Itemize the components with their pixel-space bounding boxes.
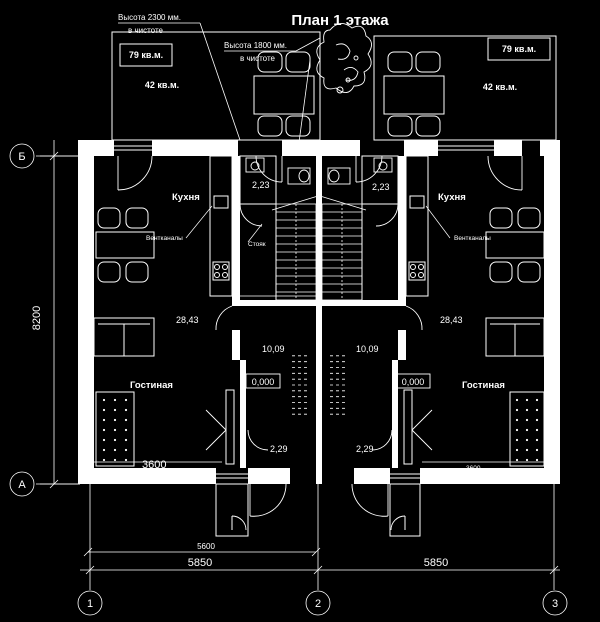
label-living-left: Гостиная: [130, 380, 173, 391]
dim-living-left: 3600: [142, 459, 166, 471]
stair-projection: [292, 355, 346, 415]
axis-col-2: 2: [315, 598, 321, 610]
doors: [117, 155, 523, 531]
dim-height-total: 8200: [31, 306, 43, 330]
sofa-tuft: [535, 448, 539, 452]
sofa-tuft: [102, 418, 106, 422]
dim-stair: 1800: [270, 300, 285, 307]
stairs: [271, 195, 367, 301]
area-closet-left: 2,29: [270, 444, 288, 454]
kitchen-furniture: [95, 155, 545, 297]
sofa-tuft: [113, 448, 117, 452]
sofa-tuft: [113, 418, 117, 422]
axis-col-3: 3: [552, 598, 558, 610]
label-leaders: [185, 205, 451, 243]
area-bath-right: 2,23: [372, 182, 390, 192]
level-boxes: [245, 373, 431, 389]
label-vent-right: Вентканалы: [454, 235, 491, 242]
sofa-tuft: [113, 428, 117, 432]
sofa-tuft: [525, 448, 529, 452]
sofa-tuft: [102, 458, 106, 462]
axis-row-top: Б: [18, 151, 25, 163]
note-clear-2300: в чистоте: [128, 26, 164, 35]
level-left: 0,000: [252, 377, 275, 387]
living-furniture: [93, 317, 545, 467]
area-living-left: 28,43: [176, 315, 199, 325]
sofa-tuft: [124, 408, 128, 412]
sofa-tuft: [535, 428, 539, 432]
label-riser: Стояк: [248, 241, 266, 248]
area-closet-right: 2,29: [356, 444, 374, 454]
terrace-left-area: 42 кв.м.: [145, 80, 179, 90]
note-leaders: [118, 22, 321, 151]
sofa-tuft: [525, 458, 529, 462]
sofa-tuft: [124, 418, 128, 422]
dimension-lines: [9, 140, 568, 616]
sofa-tuft: [515, 458, 519, 462]
sofa-tuft: [535, 408, 539, 412]
sofa-tuft: [124, 448, 128, 452]
area-hall-right: 10,09: [356, 344, 379, 354]
dim-5850-left: 5850: [188, 557, 212, 569]
note-height-2300: Высота 2300 мм.: [118, 13, 181, 22]
sofa-tuft: [113, 408, 117, 412]
area-living-right: 28,43: [440, 315, 463, 325]
terrace-right: [373, 35, 557, 141]
sofa-tuft: [102, 428, 106, 432]
terrace-furniture: [253, 51, 445, 137]
sofa-tuft: [113, 458, 117, 462]
bath-fixtures: [245, 157, 393, 185]
level-right: 0,000: [402, 377, 425, 387]
label-living-right: Гостиная: [462, 380, 505, 391]
label-kitchen-right: Кухня: [438, 192, 466, 203]
sofa-tuft: [535, 458, 539, 462]
terrace-right-area-box: 79 кв.м.: [502, 44, 536, 54]
terrace-left-area-box: 79 кв.м.: [129, 50, 163, 60]
sofa-tuft: [525, 418, 529, 422]
sofa-tuft: [515, 428, 519, 432]
axis-row-bottom: А: [18, 479, 26, 491]
sofa-tuft: [515, 418, 519, 422]
sofa-tuft: [102, 398, 106, 402]
sofa-tuft: [113, 398, 117, 402]
sofa-dots: [102, 398, 539, 462]
sofa-tuft: [515, 408, 519, 412]
sofa-tuft: [113, 438, 117, 442]
sofa-tuft: [525, 438, 529, 442]
sofa-tuft: [124, 438, 128, 442]
sofa-tuft: [525, 428, 529, 432]
walls: [78, 140, 560, 484]
sofa-tuft: [535, 418, 539, 422]
sofa-tuft: [535, 438, 539, 442]
sofa-tuft: [124, 458, 128, 462]
sofa-tuft: [102, 448, 106, 452]
dim-5600: 5600: [197, 542, 215, 551]
label-vent-left: Вентканалы: [146, 235, 183, 242]
sofa-tuft: [515, 448, 519, 452]
sofa-tuft: [525, 408, 529, 412]
sofa-tuft: [124, 428, 128, 432]
dim-living-right: 3600: [466, 465, 481, 472]
sofa-tuft: [515, 398, 519, 402]
label-kitchen-left: Кухня: [172, 192, 200, 203]
sofa-tuft: [535, 398, 539, 402]
note-height-1800: Высота 1800 мм.: [224, 41, 287, 50]
terrace-left: [111, 31, 321, 141]
terrace-right-area: 42 кв.м.: [483, 82, 517, 92]
sofa-tuft: [102, 438, 106, 442]
area-hall-left: 10,09: [262, 344, 285, 354]
area-bath-left: 2,23: [252, 180, 270, 190]
sofa-tuft: [102, 408, 106, 412]
tree-icon: [316, 23, 372, 94]
sofa-tuft: [515, 438, 519, 442]
axis-col-1: 1: [87, 598, 93, 610]
sofa-tuft: [124, 398, 128, 402]
sofa-tuft: [525, 398, 529, 402]
plan-title: План 1 этажа: [291, 12, 389, 29]
dim-5850-right: 5850: [424, 557, 448, 569]
